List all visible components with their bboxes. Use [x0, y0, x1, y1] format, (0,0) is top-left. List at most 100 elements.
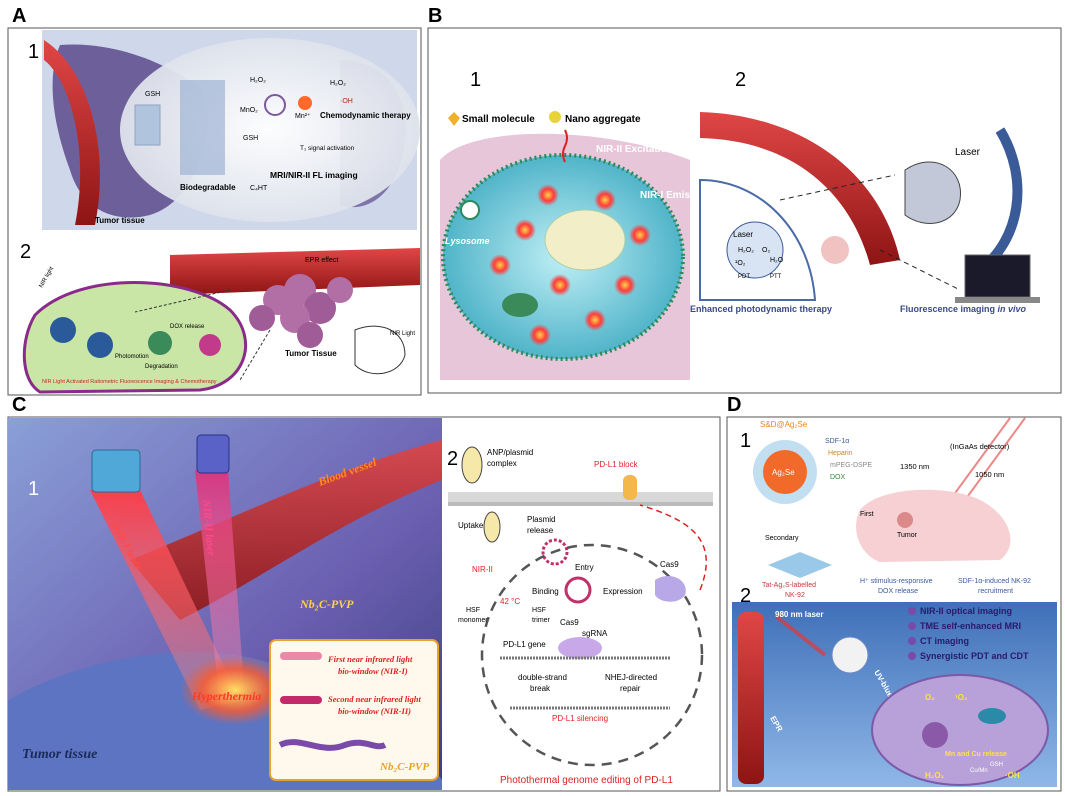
blood-vessel-d2: [738, 612, 764, 784]
nucleus-c2: [480, 543, 704, 767]
zoom-line-b2b: [879, 249, 961, 291]
np-3: [148, 331, 172, 355]
label-c2-caption: Photothermal genome editing of PD-L1: [500, 775, 673, 786]
label-small-molecule: Small molecule: [462, 114, 535, 125]
label-tumor-tissue-c1: Tumor tissue: [22, 747, 97, 762]
label-anp: ANP/plasmid: [487, 448, 533, 457]
panel-c: C 1 Blood vessel NIR-I laser NIR-II lase…: [7, 394, 721, 792]
label-gsh-left: GSH: [145, 91, 160, 98]
mouse-b2: [904, 161, 962, 224]
zoom-line-b2a: [779, 174, 896, 201]
feature-1: NIR-II optical imaging: [920, 606, 1012, 616]
label-d2: 2: [740, 585, 751, 607]
nucleus-d2: [922, 722, 948, 748]
label-1350: 1350 nm: [900, 462, 929, 471]
label-nhej-b: repair: [620, 684, 641, 693]
label-epr: EPR effect: [305, 257, 338, 264]
label-pdl1-block: PD-L1 block: [594, 460, 639, 469]
legend-nir1-b: bio-window (NIR-I): [338, 666, 408, 676]
label-c2: 2: [447, 448, 458, 470]
anp-complex-icon: [461, 446, 483, 484]
laser-1050: [964, 417, 1026, 501]
cas9-protein: [655, 575, 686, 602]
label-uptake: Uptake: [458, 521, 484, 530]
legend-swatch-nir1: [280, 652, 322, 660]
label-nir2-c2: NIR-II: [472, 565, 493, 574]
label-h2o2-d2: H₂O₂: [925, 771, 945, 780]
label-pdl1-gene: PD-L1 gene: [503, 640, 546, 649]
label-laser-b2a: Laser: [733, 230, 753, 239]
label-nir1-emission: NIR-I Emission: [640, 190, 711, 201]
cycle-icon: [264, 94, 286, 116]
label-laser-b2: Laser: [955, 147, 981, 158]
label-o1-d2: ¹O₂: [955, 693, 968, 702]
label-expression: Expression: [603, 587, 643, 596]
label-photomotion: Photomotion: [115, 354, 149, 360]
cell-a2: [22, 281, 248, 394]
label-pdl1-silencing: PD-L1 silencing: [552, 714, 608, 723]
label-secondary: Secondary: [765, 535, 799, 542]
label-hsf-trimer-a: HSF: [532, 607, 546, 614]
label-b2: 2: [735, 69, 746, 91]
mn-star: [298, 96, 312, 110]
endosome: [483, 511, 501, 543]
label-t1: T₁ signal activation: [300, 145, 355, 152]
feature-4: Synergistic PDT and CDT: [920, 651, 1029, 661]
legend-nb2c-icon: [278, 739, 387, 751]
label-binding: Binding: [532, 587, 559, 596]
label-cumn: Cu/Mn: [970, 768, 988, 774]
label-biodegradable: Biodegradable: [180, 183, 236, 192]
binding-ring: [564, 576, 592, 604]
blood-vessel-b2: [700, 112, 900, 265]
epr-particles: [249, 274, 353, 348]
label-42c: 42 °C: [500, 597, 520, 606]
label-dox: DOX: [830, 474, 846, 481]
cell-d2: [871, 674, 1049, 786]
label-lysosome: Lysosome: [445, 236, 490, 246]
mitochondrion: [502, 293, 538, 317]
label-dsb-b: break: [530, 684, 551, 693]
panel-letter-b: B: [428, 5, 442, 27]
laptop-screen: [964, 254, 1031, 298]
label-sdf: SDF-1α: [825, 438, 849, 445]
legend-nb2c: Nb₂C-PVP: [379, 761, 429, 773]
label-sd: S&D@Ag₂Se: [760, 420, 808, 429]
label-b2-o2: O₂: [762, 247, 770, 254]
panel-letter-a: A: [12, 5, 26, 27]
label-gsh-mid: GSH: [243, 135, 258, 142]
label-a2: 2: [20, 241, 31, 263]
tumor-spot: [897, 512, 913, 528]
nanoparticle-cluster: [180, 80, 225, 175]
bullet-4: [908, 652, 916, 660]
label-oh: ·OH: [340, 98, 353, 105]
label-pdt-caption: Enhanced photodynamic therapy: [690, 304, 832, 314]
label-hsf-monomer-b: monomer: [458, 617, 488, 624]
label-fluor-caption: Fluorescence imaging in vivo: [900, 304, 1027, 314]
mouse-a2: [354, 325, 406, 375]
label-o2-d2: O₂: [925, 693, 935, 702]
arrow-in: [134, 104, 161, 146]
feature-3: CT imaging: [920, 636, 969, 646]
label-nano-aggregate: Nano aggregate: [565, 114, 641, 125]
hyperthermia-glow: [180, 655, 290, 725]
label-mri: MRI/NIR-II FL imaging: [270, 170, 358, 180]
laptop-base: [955, 297, 1040, 303]
label-b2-ptt: PTT: [770, 274, 782, 280]
nano-aggregate-icon: [549, 111, 561, 123]
label-b2-pdt: PDT: [738, 274, 750, 280]
label-nk-b: NK-92: [785, 592, 805, 599]
label-tumor-d1: Tumor: [897, 532, 918, 539]
label-oh-d2: ·OH: [1005, 771, 1020, 780]
membrane-c2-b: [448, 502, 713, 506]
label-sdf-a: SDF-1α-induced NK-92: [958, 578, 1031, 585]
label-heparin: Heparin: [828, 450, 853, 457]
legend-nir1-a: First near infrared light: [327, 654, 413, 664]
label-cdt: Chemodynamic therapy: [320, 111, 411, 120]
label-gsh-d2: GSH: [990, 762, 1003, 768]
legend-nir2-b: bio-window (NIR-II): [338, 706, 411, 716]
laser-head-nir1: [91, 449, 141, 493]
excitation-wave: [562, 129, 568, 163]
label-hyperthermia: Hyperthermia: [191, 689, 261, 703]
label-a2-caption: NIR Light Activated Ratiometric Fluoresc…: [42, 379, 217, 385]
